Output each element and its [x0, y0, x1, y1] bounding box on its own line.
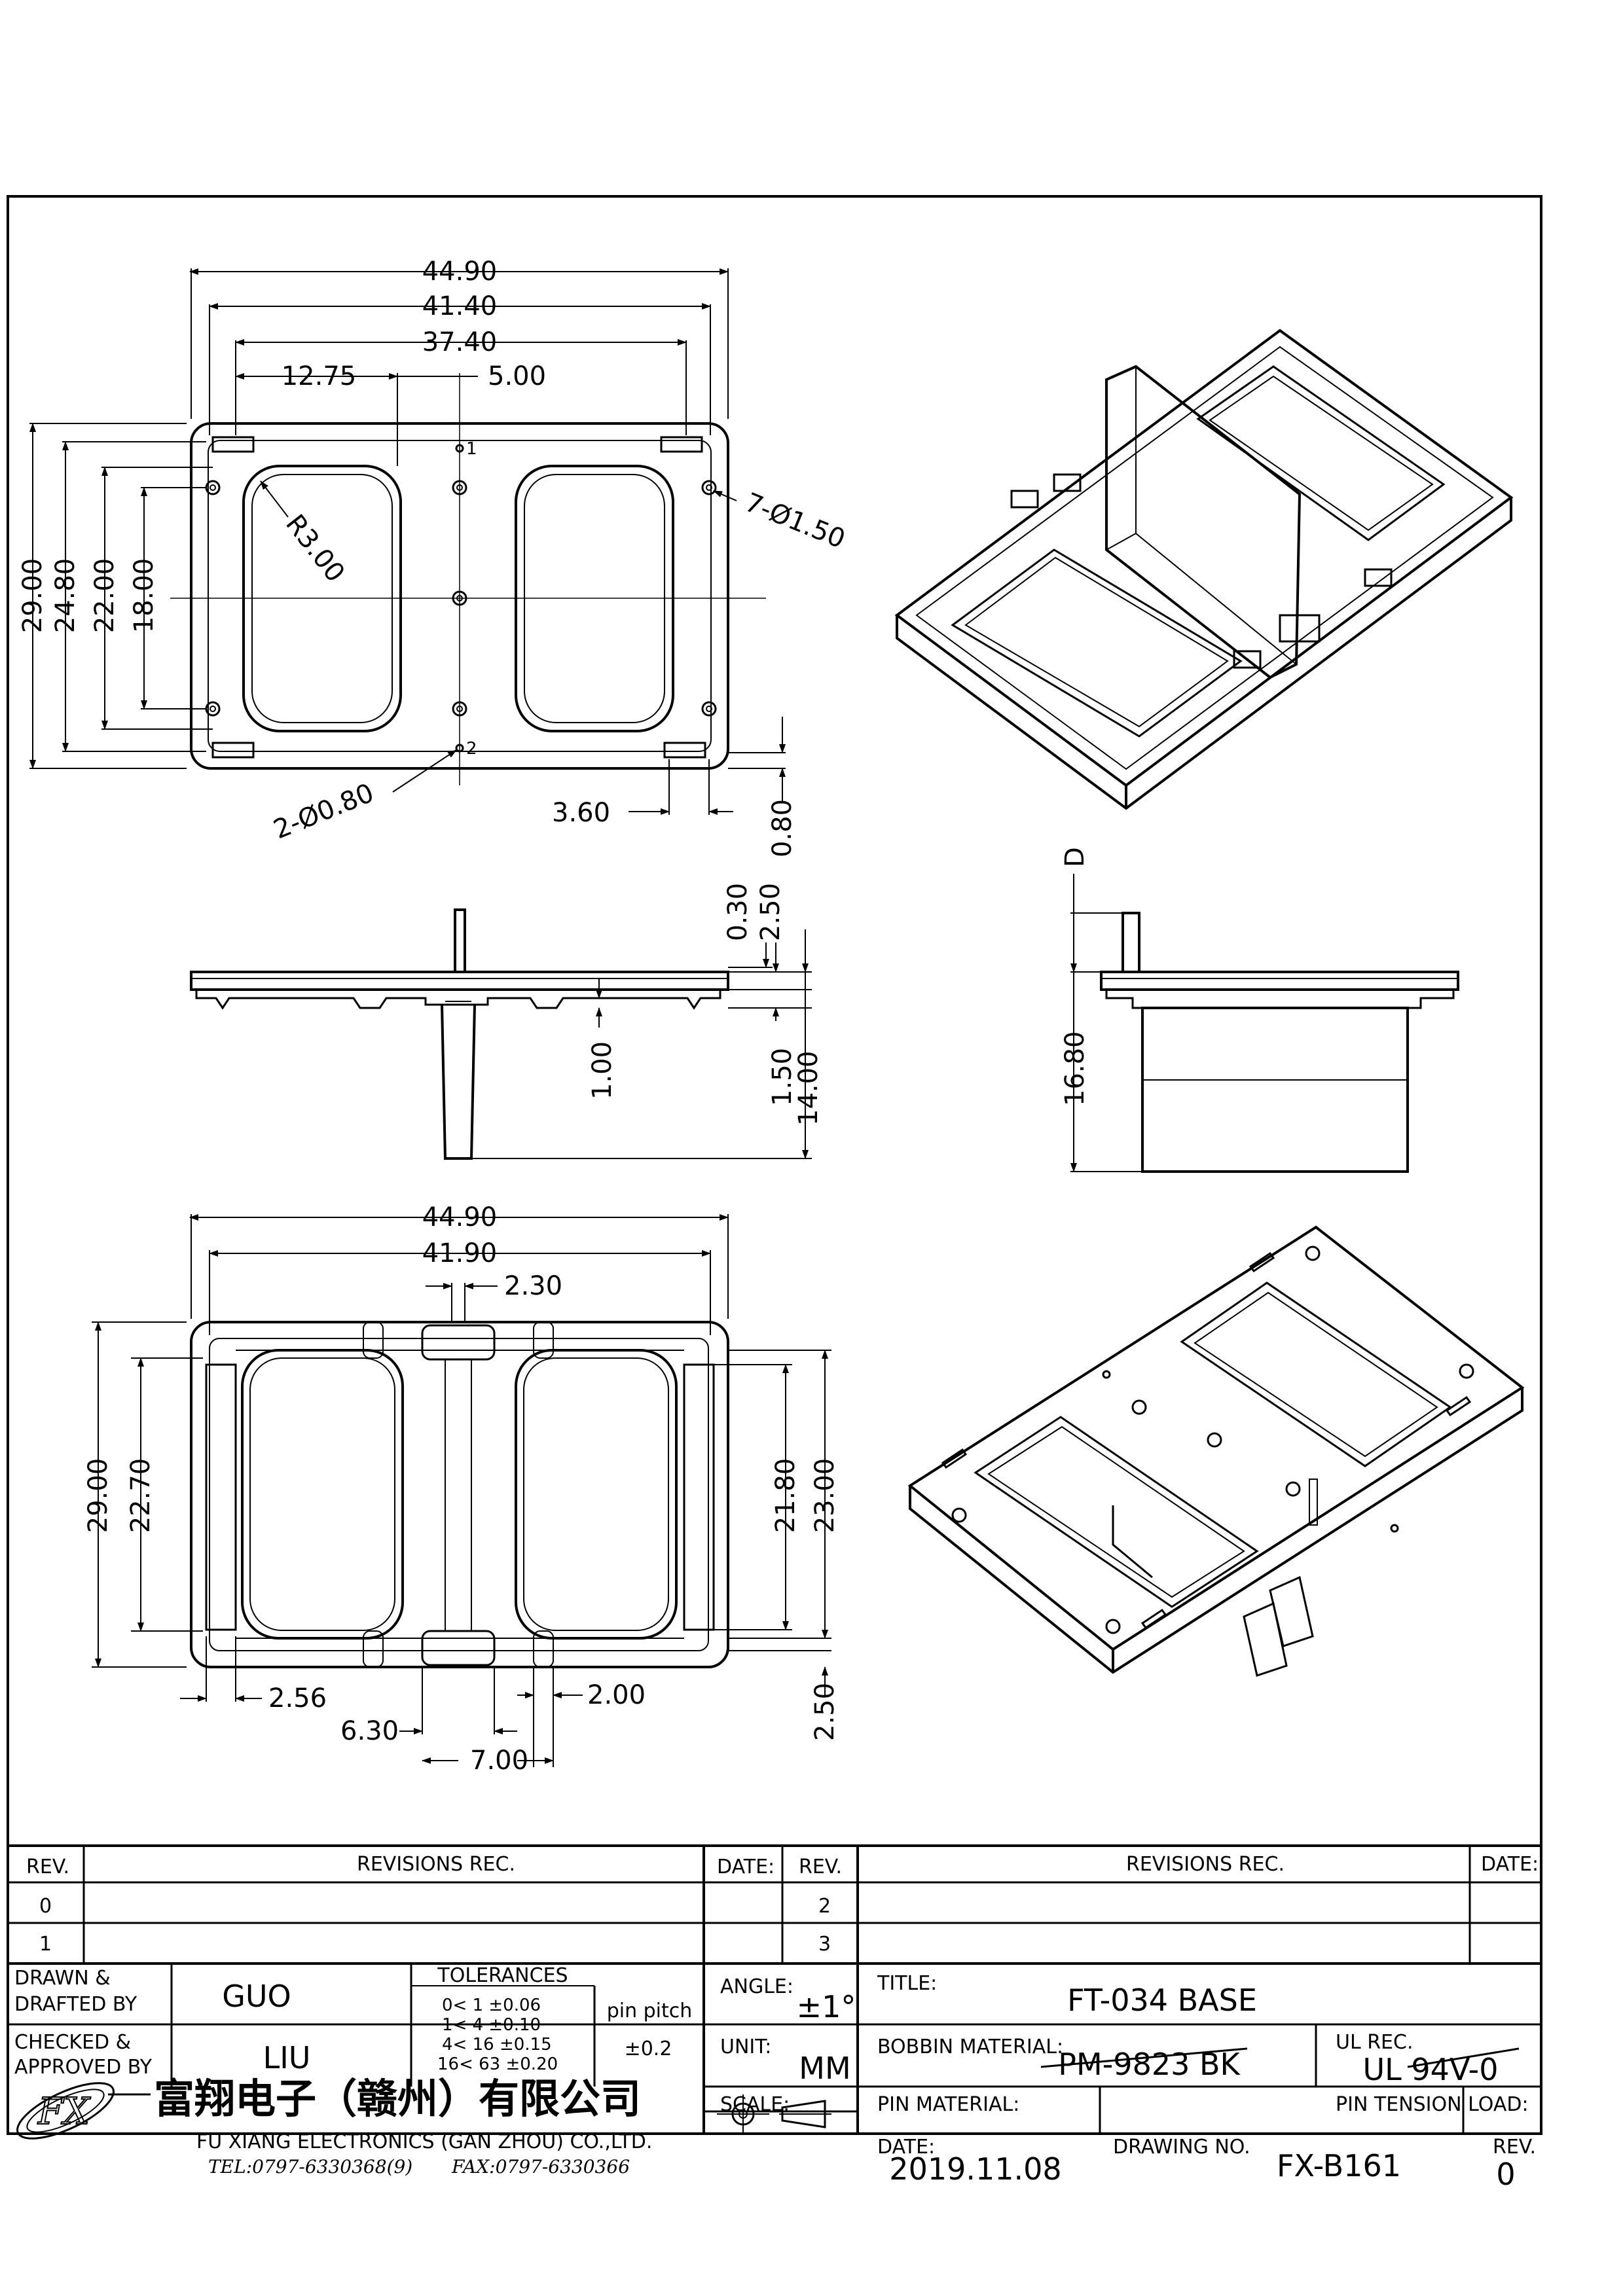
dim-41-90: 41.90 — [422, 1238, 498, 1268]
dim-29-00-bottom: 29.00 — [83, 1458, 113, 1534]
dim-7-00: 7.00 — [470, 1746, 528, 1776]
checked-label-line2: APPROVED BY — [14, 2056, 153, 2079]
drawn-label-line1: DRAWN & — [14, 1967, 111, 1990]
angle-value: ±1° — [797, 1989, 856, 2024]
dim-2-holes: 2-Ø0.80 — [270, 778, 378, 846]
svg-text:FX: FX — [37, 2090, 91, 2133]
dim-22-70: 22.70 — [126, 1458, 156, 1534]
dim-16-80: 16.80 — [1060, 1031, 1090, 1106]
dim-21-80: 21.80 — [771, 1458, 801, 1534]
top-view — [29, 268, 786, 815]
tolerance-row-3: 4< 16 ±0.15 — [442, 2035, 552, 2054]
rev-row-2: 2 — [818, 1895, 831, 1918]
pin-material-label: PIN MATERIAL: — [877, 2093, 1019, 2116]
tolerances-header: TOLERANCES — [437, 1964, 568, 1987]
drawn-by-value: GUO — [222, 1979, 291, 2014]
ul-rec-label: UL REC. — [1336, 2031, 1413, 2054]
dim-1-50: 1.50 — [767, 1048, 797, 1106]
dim-1-00: 1.00 — [587, 1041, 617, 1100]
dim-6-30: 6.30 — [340, 1716, 399, 1746]
rev-header-left: REV. — [26, 1856, 69, 1878]
pin-pitch-value: ±0.2 — [625, 2037, 672, 2060]
angle-label: ANGLE: — [720, 1975, 793, 1998]
title-value: FT-034 BASE — [1067, 1982, 1257, 2018]
dim-37-40: 37.40 — [422, 327, 498, 357]
drawing-no-value: FX-B161 — [1277, 2148, 1401, 2183]
dim-14-00: 14.00 — [793, 1050, 824, 1126]
revisions-header-right: REVISIONS REC. — [1126, 1853, 1285, 1876]
isometric-view-bottom — [907, 1225, 1525, 1677]
bobbin-material-value: PM-9823 BK — [1058, 2047, 1241, 2082]
dim-0-80: 0.80 — [767, 799, 797, 857]
dim-7-holes: 7-Ø1.50 — [740, 488, 849, 555]
company-name-en: FU XIANG ELECTRONICS (GAN ZHOU) CO.,LTD. — [196, 2130, 652, 2153]
bobbin-material-label: BOBBIN MATERIAL: — [877, 2036, 1063, 2058]
dim-r3-00: R3.00 — [280, 509, 350, 588]
checked-by-value: LIU — [263, 2040, 311, 2075]
title-block: FX — [8, 1844, 1541, 2140]
dim-2-56: 2.56 — [268, 1683, 327, 1713]
end-view-dimensions: D 16.80 — [1060, 847, 1090, 1106]
date-header-left: DATE: — [717, 1856, 775, 1878]
dim-5-00: 5.00 — [488, 361, 546, 391]
company-fax: FAX:0797-6330366 — [451, 2156, 630, 2178]
title-label: TITLE: — [877, 1972, 937, 1995]
sheet-border — [7, 195, 1542, 2135]
tolerance-row-2: 1< 4 ±0.10 — [442, 2015, 541, 2035]
dim-41-40: 41.40 — [422, 291, 498, 321]
rev-row-0: 0 — [39, 1895, 52, 1918]
pin-1-label: 1 — [466, 439, 477, 459]
tolerance-row-4: 16< 63 ±0.20 — [437, 2054, 558, 2074]
ul-rec-value: UL 94V-0 — [1362, 2052, 1498, 2087]
rev-value: 0 — [1496, 2157, 1515, 2192]
dim-2-50-side: 2.50 — [756, 883, 786, 941]
dim-44-90-bottom: 44.90 — [422, 1202, 498, 1232]
dim-18-00: 18.00 — [129, 558, 159, 634]
dim-12-75: 12.75 — [282, 361, 357, 391]
revisions-header-left: REVISIONS REC. — [357, 1853, 515, 1876]
isometric-view-top — [894, 329, 1514, 810]
date-value: 2019.11.08 — [889, 2151, 1061, 2187]
pin-pitch-label: pin pitch — [607, 2000, 693, 2022]
rev-row-3: 3 — [818, 1933, 831, 1956]
dim-2-50-bottom: 2.50 — [810, 1683, 840, 1741]
unit-value: MM — [799, 2051, 850, 2086]
drawing-no-label: DRAWING NO. — [1113, 2136, 1250, 2159]
company-name-cn: 富翔电子（赣州）有限公司 — [154, 2075, 641, 2123]
dim-2-30: 2.30 — [504, 1271, 562, 1301]
tolerance-row-1: 0< 1 ±0.06 — [442, 1996, 541, 2015]
date-header-right: DATE: — [1481, 1853, 1539, 1876]
pin-tension-label: PIN TENSION LOAD: — [1336, 2093, 1529, 2116]
dim-29-00-top: 29.00 — [18, 558, 48, 634]
dim-d: D — [1060, 847, 1090, 867]
dim-2-00: 2.00 — [587, 1680, 646, 1710]
checked-label-line1: CHECKED & — [14, 2031, 131, 2054]
company-tel: TEL:0797-6330368(9) — [208, 2156, 412, 2178]
drawn-label-line2: DRAFTED BY — [14, 1993, 137, 2016]
rev-label: REV. — [1493, 2136, 1536, 2159]
date-label: DATE: — [877, 2136, 935, 2159]
side-view-dimensions: 0.30 2.50 1.00 1.50 14.00 — [587, 883, 824, 1126]
unit-label: UNIT: — [720, 2036, 771, 2058]
rev-header-right: REV. — [799, 1856, 842, 1878]
side-view — [190, 908, 812, 1160]
dim-24-80: 24.80 — [50, 558, 81, 634]
dim-0-30: 0.30 — [723, 883, 753, 941]
title-block-text: REV. REVISIONS REC. DATE: REV. REVISIONS… — [14, 1853, 1539, 2192]
bottom-view-dimensions: 44.90 41.90 2.30 29.00 22.70 21.80 23.00… — [83, 1202, 840, 1776]
dim-22-00: 22.00 — [90, 558, 120, 634]
rev-row-1: 1 — [39, 1933, 52, 1956]
dim-3-60: 3.60 — [552, 798, 610, 828]
dim-23-00: 23.00 — [810, 1458, 840, 1534]
end-view — [1070, 874, 1459, 1173]
bottom-view — [92, 1214, 831, 1767]
dim-44-90-top: 44.90 — [422, 257, 498, 287]
scale-label: SCALE: — [720, 2093, 790, 2116]
pin-2-label: 2 — [466, 739, 477, 759]
